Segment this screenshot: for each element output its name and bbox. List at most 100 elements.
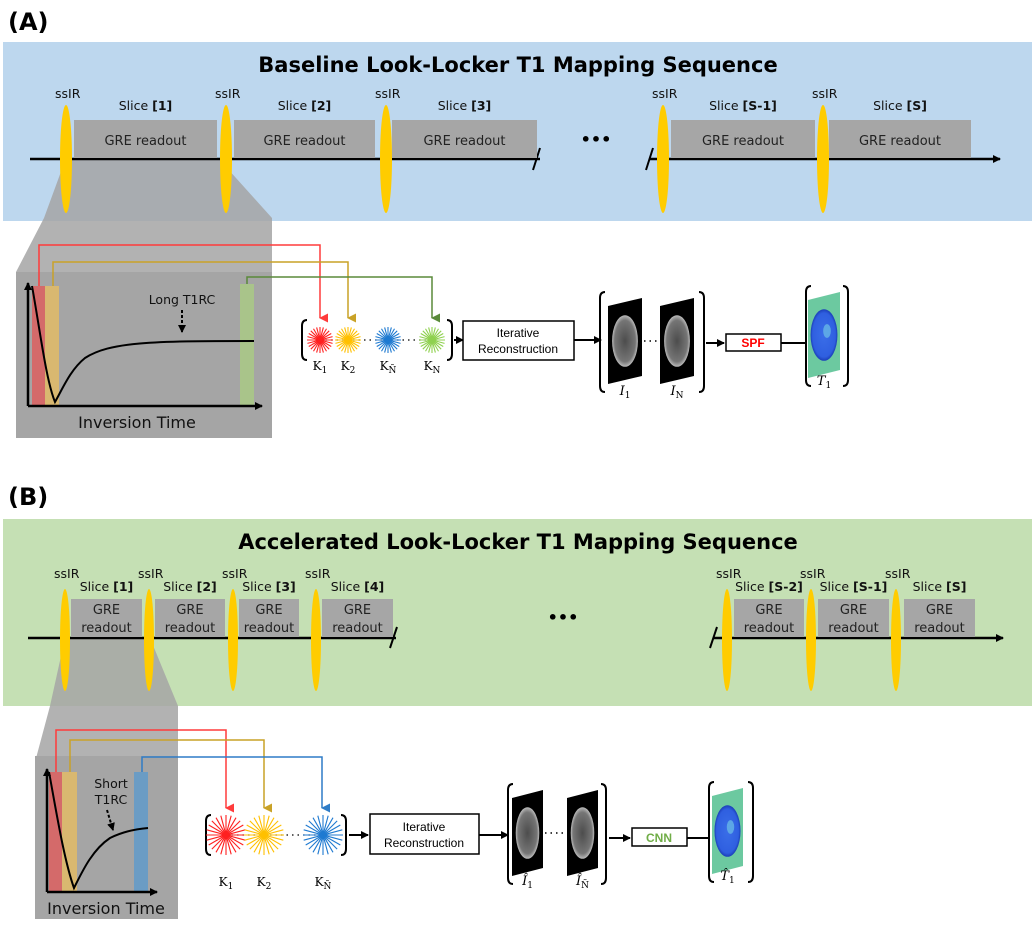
ssir-pulse <box>817 105 829 213</box>
ssir-label: ssIR <box>54 566 80 581</box>
right-bracket <box>340 814 347 856</box>
kspace-label: KÑ <box>380 359 397 376</box>
panel-b-recon-box <box>369 813 480 855</box>
mri-image <box>567 790 598 876</box>
gre-readout-block <box>734 599 804 637</box>
slice-label: Slice [1] <box>80 579 134 594</box>
left-bracket <box>507 783 514 885</box>
panel-a-inversion-plot: Long T1RC Inversion Time <box>24 282 263 432</box>
curve-annotation-line1: Short <box>94 776 128 791</box>
slice-label: Slice [S-1] <box>820 579 888 594</box>
gre-readout-block <box>392 120 537 158</box>
panel-a-break-mark-left <box>532 147 541 171</box>
recon-line2: Reconstruction <box>478 342 558 356</box>
slice-label: Slice [S] <box>873 98 927 113</box>
gre-readout-label-line1: GRE <box>755 603 782 618</box>
gre-readout-block <box>155 599 225 637</box>
band-yellow <box>45 286 59 405</box>
kspace-radial-icon <box>303 815 343 855</box>
ssir-pulse <box>144 589 154 691</box>
arrow-k1 <box>38 244 328 323</box>
gre-readout-block <box>322 599 393 637</box>
left-bracket <box>805 285 812 387</box>
cnn-label: CNN <box>646 831 672 845</box>
ssir-pulse <box>220 105 232 213</box>
kspace-radial-icon <box>419 327 445 353</box>
gre-readout-block <box>818 599 889 637</box>
gre-readout-label: GRE readout <box>702 134 784 149</box>
panel-a: (A) Baseline Look-Locker T1 Mapping Sequ… <box>3 8 1032 438</box>
recon-line2: Reconstruction <box>384 836 464 850</box>
panel-a-ellipsis: ••• <box>581 130 612 149</box>
arrow-kn <box>246 276 440 323</box>
t1-map-label: T̂1 <box>720 868 734 886</box>
ssir-pulse <box>806 589 816 691</box>
ssir-label: ssIR <box>652 86 678 101</box>
slice-label: Slice [4] <box>331 579 385 594</box>
t1-recovery-curve <box>48 771 149 891</box>
mri-image <box>660 298 694 384</box>
left-bracket <box>301 319 308 361</box>
arrow-k1 <box>55 729 234 813</box>
gre-readout-label-line1: GRE <box>344 603 371 618</box>
kspace-radial-icon <box>335 327 361 353</box>
gre-readout-label: GRE readout <box>263 134 345 149</box>
slice-label: Slice [2] <box>163 579 217 594</box>
kspace-radial-icon <box>244 815 284 855</box>
mri-image <box>512 790 543 876</box>
panel-a-title: Baseline Look-Locker T1 Mapping Sequence <box>258 53 777 77</box>
fit-label: SPF <box>741 336 764 350</box>
kspace-label: K2 <box>257 875 272 892</box>
panel-b-t1-map: T̂1 <box>708 781 754 886</box>
panel-b-break-mark-right <box>709 626 718 649</box>
t1-recovery-curve <box>31 285 255 405</box>
left-bracket <box>599 291 606 393</box>
ssir-label: ssIR <box>305 566 331 581</box>
slice-label: Slice [S] <box>913 579 967 594</box>
curve-annotation-line2: T1RC <box>94 792 128 807</box>
arrow-kn-hat <box>141 756 330 813</box>
slice-label: Slice [3] <box>438 98 492 113</box>
ssir-pulse <box>722 589 732 691</box>
gre-readout-label-line2: readout <box>332 621 383 636</box>
right-bracket <box>842 285 849 387</box>
gre-readout-block <box>74 120 217 158</box>
kspace-label: K2 <box>341 359 356 376</box>
slice-label: Slice [2] <box>278 98 332 113</box>
kspace-radial-icon <box>375 327 401 353</box>
gre-readout-label: GRE readout <box>859 134 941 149</box>
panel-b-label: (B) <box>8 483 48 511</box>
gre-readout-label: GRE readout <box>423 134 505 149</box>
gre-readout-label-line1: GRE <box>840 603 867 618</box>
panel-a-t1-map: T1 <box>805 285 849 391</box>
gre-readout-block <box>904 599 975 637</box>
ssir-pulse <box>891 589 901 691</box>
panel-b-title: Accelerated Look-Locker T1 Mapping Seque… <box>238 530 798 554</box>
slice-label: Slice [S-1] <box>709 98 777 113</box>
band-blue <box>134 772 148 891</box>
gre-readout-label: GRE readout <box>104 134 186 149</box>
gre-readout-block <box>234 120 375 158</box>
gre-readout-label-line2: readout <box>744 621 795 636</box>
annotation-arrow <box>106 809 115 831</box>
image-label: I1 <box>619 384 631 401</box>
ssir-label: ssIR <box>800 566 826 581</box>
gre-readout-block <box>829 120 971 158</box>
mri-image <box>608 298 642 384</box>
band-green <box>240 284 254 405</box>
kspace-label: K1 <box>313 359 328 376</box>
panel-b: (B) Accelerated Look-Locker T1 Mapping S… <box>3 483 1032 919</box>
slice-label: Slice [1] <box>119 98 173 113</box>
panel-a-break-mark-right <box>645 147 654 171</box>
band-red <box>32 286 45 405</box>
gre-readout-block <box>71 599 142 637</box>
gre-readout-label-line2: readout <box>81 621 132 636</box>
recon-line1: Iterative <box>497 326 540 340</box>
right-bracket <box>747 781 754 883</box>
ssir-pulse <box>60 105 72 213</box>
kspace-radial-icon <box>206 815 246 855</box>
